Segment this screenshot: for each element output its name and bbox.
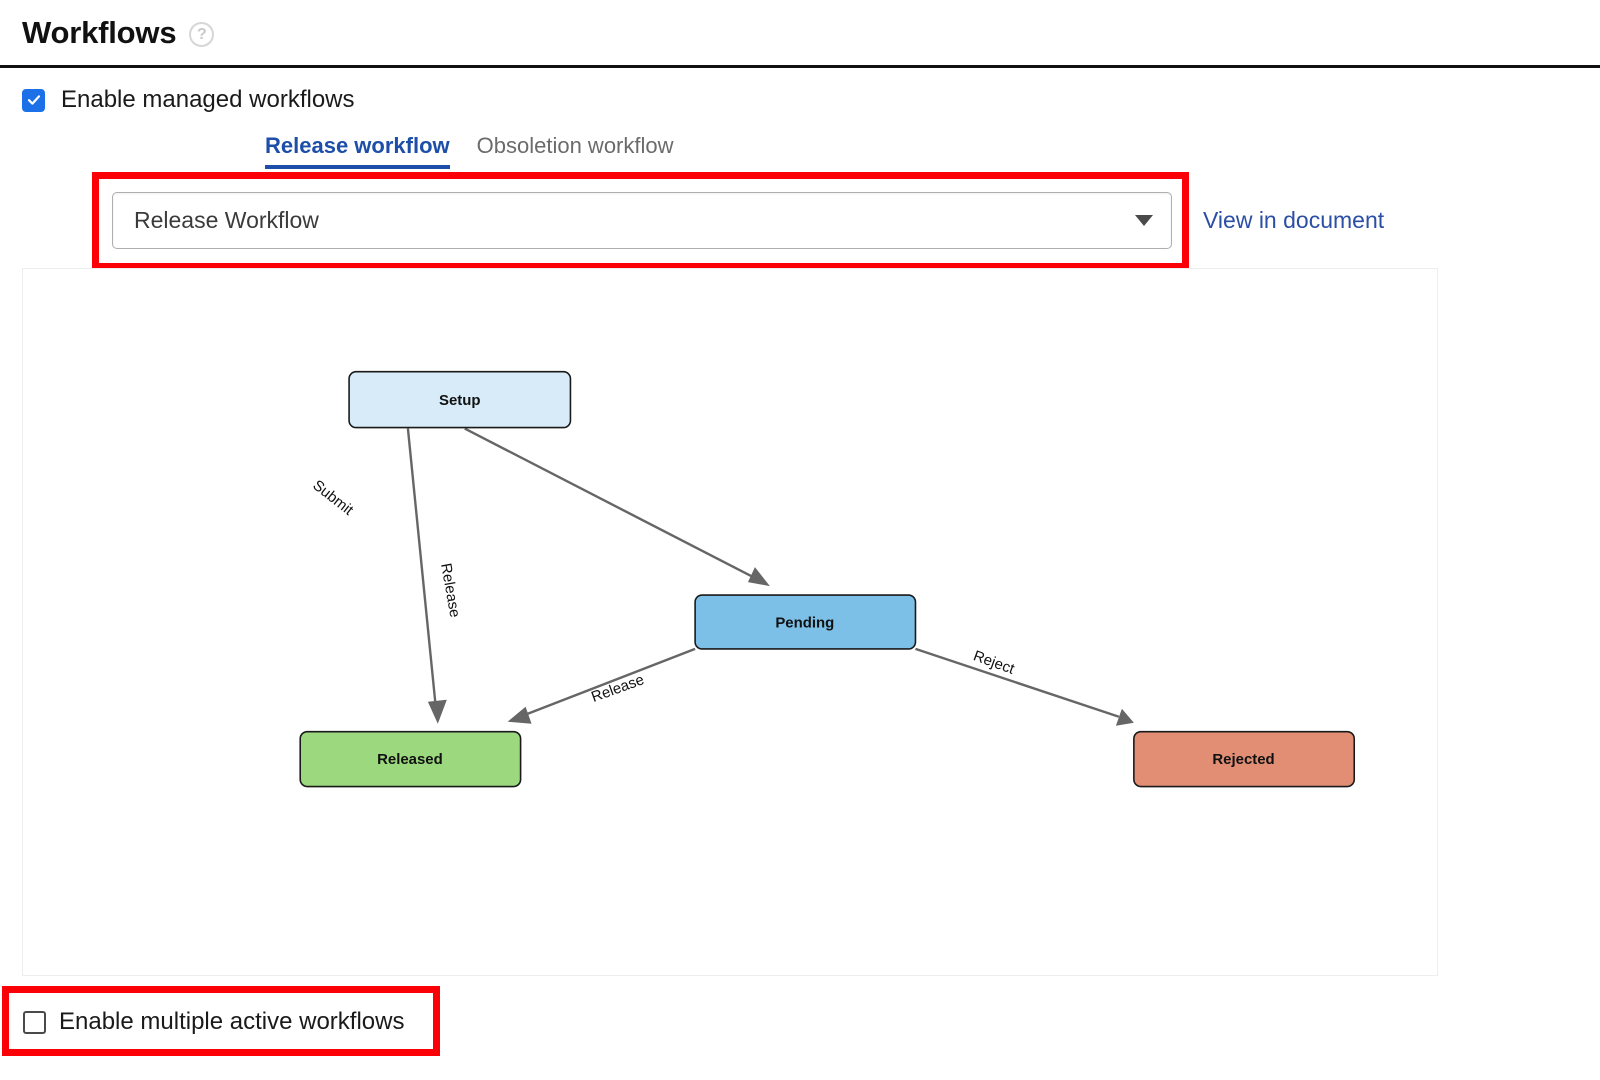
page-header: Workflows ? xyxy=(0,0,1600,68)
workflow-diagram-container: Submit Release Release Reject Setup Pen xyxy=(22,268,1438,976)
tab-release-workflow[interactable]: Release workflow xyxy=(265,133,450,169)
workflow-node-rejected-label: Rejected xyxy=(1212,751,1274,768)
workflow-select-value: Release Workflow xyxy=(134,207,319,233)
workflow-node-released-label: Released xyxy=(377,751,443,768)
workflow-select[interactable]: Release Workflow xyxy=(112,192,1172,249)
edge-label-submit: Submit xyxy=(309,477,357,520)
check-icon xyxy=(27,95,40,105)
edge-pending-to-rejected: Reject xyxy=(915,647,1134,726)
enable-managed-workflows-checkbox[interactable] xyxy=(22,88,45,112)
edge-setup-to-released: Release xyxy=(406,428,463,724)
workflow-node-setup-label: Setup xyxy=(439,392,481,409)
highlight-box-workflow-select xyxy=(92,172,1189,270)
workflow-diagram[interactable]: Submit Release Release Reject Setup Pen xyxy=(23,269,1437,975)
edge-label-reject: Reject xyxy=(971,647,1017,678)
workflow-node-setup[interactable]: Setup xyxy=(348,370,572,429)
workflow-node-pending[interactable]: Pending xyxy=(694,594,917,650)
enable-multiple-active-workflows-checkbox[interactable] xyxy=(23,1010,46,1034)
enable-managed-workflows-row[interactable]: Enable managed workflows xyxy=(22,86,355,114)
page-title: Workflows xyxy=(22,14,177,50)
chevron-down-icon[interactable] xyxy=(1135,215,1153,226)
edge-label-release-setup: Release xyxy=(437,562,463,619)
tab-obsoletion-workflow[interactable]: Obsoletion workflow xyxy=(476,133,674,158)
edge-label-release-pending: Release xyxy=(589,671,646,706)
workflow-node-released[interactable]: Released xyxy=(299,730,522,788)
enable-managed-workflows-label: Enable managed workflows xyxy=(61,86,355,113)
edge-setup-to-pending: Submit xyxy=(309,427,770,587)
workflow-node-rejected[interactable]: Rejected xyxy=(1133,730,1356,788)
question-mark-circle-icon[interactable]: ? xyxy=(189,22,215,47)
edge-pending-to-released: Release xyxy=(507,647,696,724)
workflow-node-pending-label: Pending xyxy=(775,614,834,631)
highlight-box-enable-multiple xyxy=(2,986,440,1056)
workflow-select-row: Release Workflow View in document xyxy=(112,192,1384,249)
view-in-document-link[interactable]: View in document xyxy=(1203,207,1385,233)
workflow-tabs: Release workflow Obsoletion workflow xyxy=(265,133,674,169)
enable-multiple-active-workflows-label: Enable multiple active workflows xyxy=(59,1008,405,1035)
enable-multiple-active-workflows-row[interactable]: Enable multiple active workflows xyxy=(23,1008,404,1036)
